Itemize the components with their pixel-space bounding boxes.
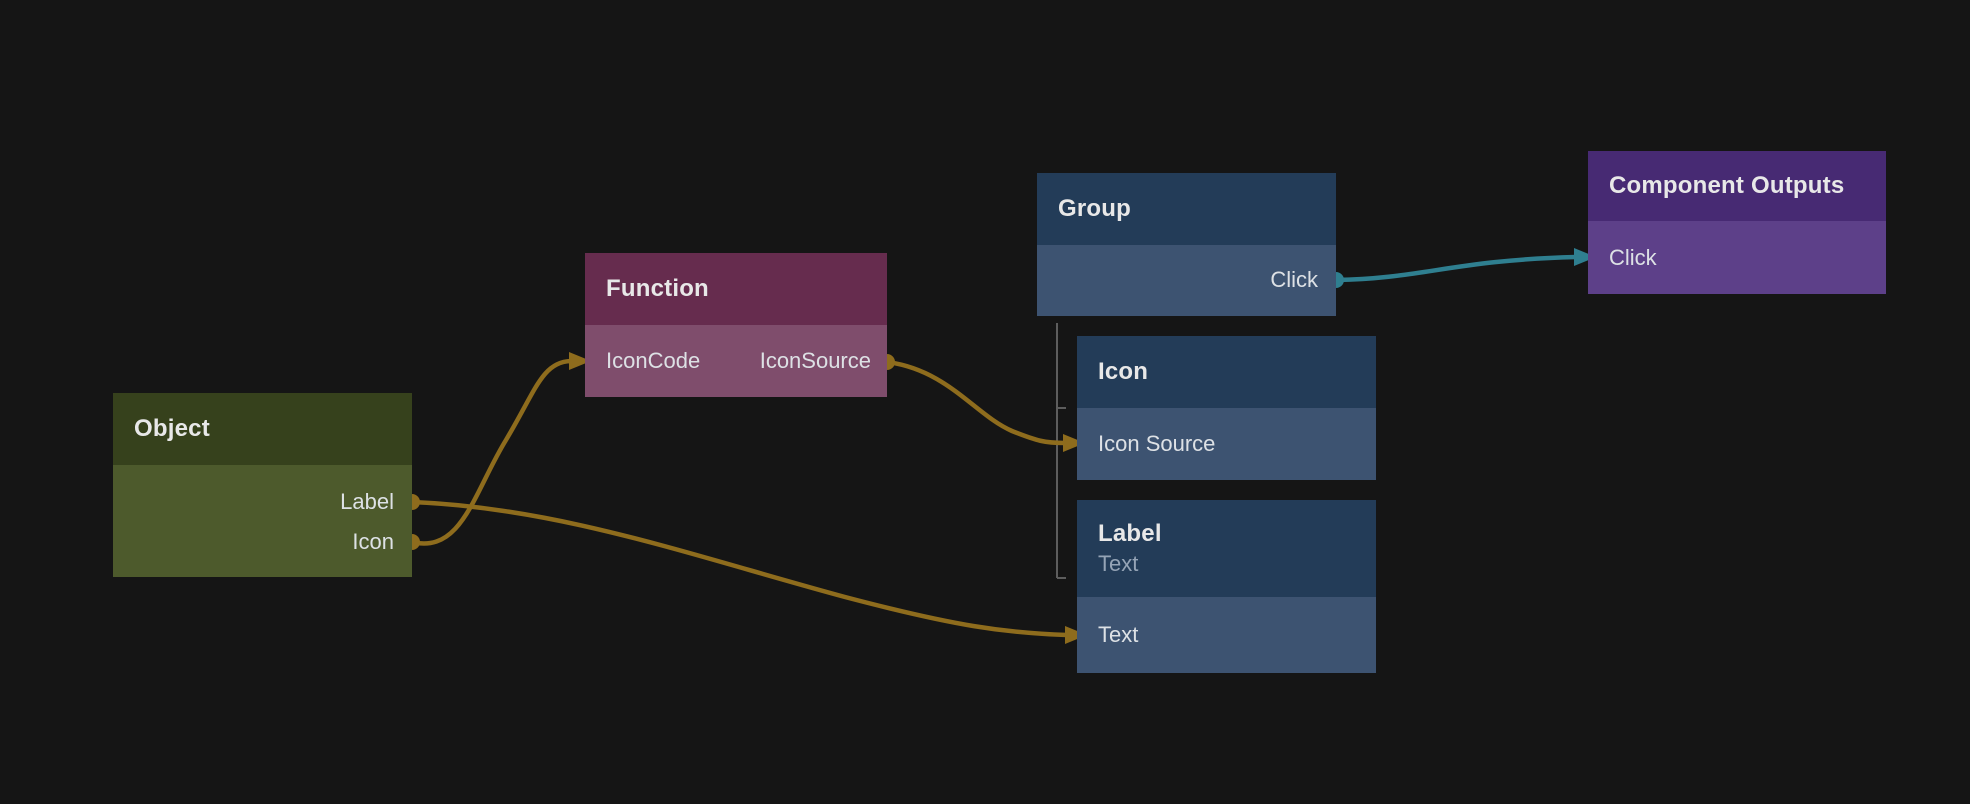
node-subtitle: Text [1098,551,1139,576]
wire-object-label-to-label-text[interactable] [409,499,1070,638]
port-label-text[interactable]: Text [1098,622,1139,647]
node-component-outputs-body: Click [1588,221,1886,294]
node-icon-header[interactable]: Icon [1077,336,1376,408]
wire-group-click-to-componentoutputs-click[interactable] [1333,254,1579,283]
node-group-header[interactable]: Group [1037,173,1336,245]
port-icon-iconsource[interactable]: Icon Source [1098,431,1216,456]
node-component-outputs-header[interactable]: Component Outputs [1588,151,1886,221]
node-title: Function [606,275,709,302]
port-componentoutputs-click[interactable]: Click [1609,245,1657,270]
node-group-body: Click [1037,245,1336,316]
node-function-header[interactable]: Function [585,253,887,325]
node-icon-body: Icon Source [1077,408,1376,480]
node-group[interactable]: Group Click [1037,173,1336,316]
port-function-iconsource[interactable]: IconSource [759,348,871,373]
node-title: Component Outputs [1609,172,1845,199]
node-title: Group [1058,195,1131,222]
group-children-connector [1056,323,1066,579]
node-function-body: IconCode IconSource [585,325,887,397]
node-object-body: Label Icon [113,465,412,577]
node-label-header[interactable]: Label Text [1077,500,1376,597]
node-function[interactable]: Function IconCode IconSource [585,253,887,397]
node-icon[interactable]: Icon Icon Source [1077,336,1376,480]
node-title: Object [134,415,210,442]
node-object-header[interactable]: Object [113,393,412,465]
port-function-iconcode[interactable]: IconCode [606,348,701,373]
port-object-label[interactable]: Label [340,489,394,514]
port-object-icon[interactable]: Icon [352,529,394,554]
port-group-click[interactable]: Click [1270,267,1318,292]
wire-function-iconsource-to-icon-iconsource[interactable] [884,359,1068,446]
node-object[interactable]: Object Label Icon [113,393,412,577]
node-title: Label [1098,520,1162,547]
node-label[interactable]: Label Text Text [1077,500,1376,673]
node-title: Icon [1098,358,1149,385]
node-label-body: Text [1077,597,1376,673]
node-component-outputs[interactable]: Component Outputs Click [1588,151,1886,294]
wire-object-icon-to-function-iconcode[interactable] [409,358,574,546]
